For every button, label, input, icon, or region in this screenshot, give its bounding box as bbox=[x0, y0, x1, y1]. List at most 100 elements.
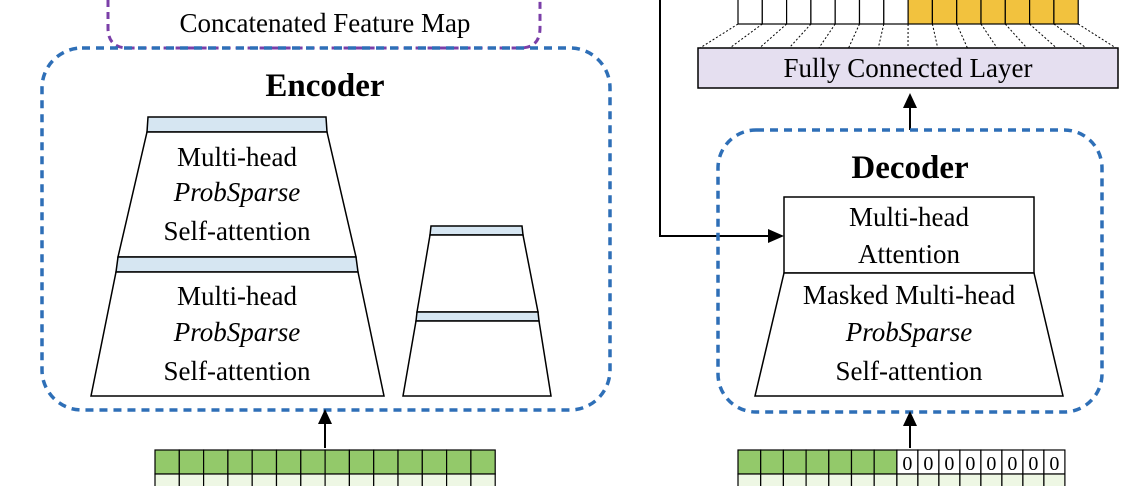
output-cell bbox=[761, 0, 788, 25]
encoder-input-cell-lower bbox=[421, 473, 448, 486]
encoder-input-cell-lower bbox=[251, 473, 278, 486]
decoder-input-cell-lower bbox=[805, 473, 830, 486]
projection-line bbox=[1053, 23, 1087, 49]
projection-line bbox=[1029, 23, 1057, 49]
encoder-small-bar2 bbox=[415, 311, 540, 322]
projection-line bbox=[1004, 23, 1028, 49]
decoder-zero-cell-lower bbox=[1022, 473, 1045, 486]
encoder-small-trapezoid1 bbox=[416, 234, 539, 313]
encoder-block2-line1: Multi-head bbox=[177, 281, 297, 311]
encoder-input-cell-lower bbox=[397, 473, 423, 486]
output-cell bbox=[785, 0, 812, 25]
decoder-zero-cell-lower bbox=[1043, 473, 1066, 486]
decoder-masked-trapezoid bbox=[754, 272, 1064, 397]
encoder-dashed-border bbox=[40, 46, 612, 412]
output-cell bbox=[980, 0, 1006, 25]
fully-connected-layer: Fully Connected Layer bbox=[697, 47, 1119, 89]
decoder-input-arrow bbox=[903, 411, 917, 448]
projection-line bbox=[729, 23, 763, 49]
encoder-input-cell bbox=[421, 449, 448, 475]
decoder-masked-line3: Self-attention bbox=[836, 356, 983, 386]
projection-line bbox=[877, 23, 885, 49]
encoder-block2-trapezoid bbox=[90, 271, 385, 397]
encoder-input-cell-lower bbox=[300, 473, 326, 486]
encoder-block1-line1: Multi-head bbox=[177, 142, 297, 172]
encoder-input-cell-lower bbox=[227, 473, 253, 486]
output-cell bbox=[737, 0, 763, 25]
encoder-block1-line3: Self-attention bbox=[164, 216, 311, 246]
output-cell bbox=[907, 0, 933, 25]
output-sequence bbox=[737, 0, 1079, 25]
projection-line bbox=[956, 23, 968, 49]
decoder-zero-cell-lower bbox=[959, 473, 982, 486]
decoder-zero-label: 0 bbox=[902, 453, 912, 475]
decoder-zero-cell-lower bbox=[938, 473, 961, 486]
encoder-input-cell-lower bbox=[470, 473, 496, 486]
encoder-input-cell-lower bbox=[203, 473, 229, 486]
encoder-input-cell-lower bbox=[373, 473, 399, 486]
decoder-container: Decoder Multi-head Attention Masked Mult… bbox=[716, 128, 1104, 414]
projection-line bbox=[818, 23, 836, 49]
decoder-to-fc-arrow bbox=[903, 93, 917, 130]
decoder-input-cell-lower bbox=[850, 473, 875, 486]
encoder-input-cell bbox=[348, 449, 375, 475]
decoder-input-cell-lower bbox=[873, 473, 898, 486]
decoder-zero-cell-lower bbox=[896, 473, 919, 486]
decoder-input-cell-lower bbox=[828, 473, 853, 486]
encoder-block2-line2: ProbSparse bbox=[173, 317, 301, 347]
projection-line bbox=[931, 23, 939, 49]
output-cell bbox=[1004, 0, 1031, 25]
decoder-zero-cell-lower bbox=[980, 473, 1003, 486]
encoder-container: Encoder Multi-head ProbSparse Self-atten… bbox=[40, 46, 612, 412]
cross-connection-arrow bbox=[659, 0, 784, 243]
encoder-input-cell bbox=[227, 449, 253, 475]
projection-line bbox=[759, 23, 787, 49]
output-cell bbox=[810, 0, 836, 25]
encoder-input-cell bbox=[275, 449, 302, 475]
projection-line bbox=[788, 23, 812, 49]
concat-feature-map: Concatenated Feature Map bbox=[106, 0, 542, 50]
decoder-input-cell bbox=[873, 449, 898, 475]
output-cell bbox=[834, 0, 861, 25]
encoder-block2-bar bbox=[115, 256, 359, 273]
decoder-masked-line2: ProbSparse bbox=[845, 317, 973, 347]
encoder-stack-small bbox=[402, 225, 552, 397]
output-cell bbox=[1028, 0, 1055, 25]
decoder-input-cell bbox=[760, 449, 785, 475]
decoder-input-cell-lower bbox=[782, 473, 807, 486]
projection-line bbox=[980, 23, 998, 49]
decoder-zero-cell-lower bbox=[917, 473, 940, 486]
decoder-attention-line1: Multi-head bbox=[849, 202, 969, 232]
concat-label: Concatenated Feature Map bbox=[180, 8, 471, 38]
encoder-input-sequence bbox=[154, 449, 496, 486]
encoder-stack-main: Multi-head ProbSparse Self-attention Mul… bbox=[90, 116, 385, 397]
encoder-title: Encoder bbox=[265, 68, 384, 104]
encoder-input-cell-lower bbox=[324, 473, 351, 486]
decoder-attention-box bbox=[783, 196, 1035, 274]
decoder-zero-label: 0 bbox=[965, 453, 975, 475]
encoder-block2-line3: Self-attention bbox=[164, 356, 311, 386]
decoder-input-cell bbox=[737, 449, 762, 475]
fc-box bbox=[697, 47, 1119, 89]
encoder-input-cell bbox=[178, 449, 205, 475]
encoder-input-cell bbox=[373, 449, 399, 475]
output-cell bbox=[1053, 0, 1079, 25]
decoder-input-cell bbox=[805, 449, 830, 475]
encoder-input-cell-lower bbox=[178, 473, 205, 486]
encoder-small-bar1 bbox=[429, 225, 524, 236]
encoder-small-trapezoid2 bbox=[402, 320, 552, 397]
decoder-input-cell bbox=[850, 449, 875, 475]
encoder-input-cell-lower bbox=[446, 473, 472, 486]
fc-label: Fully Connected Layer bbox=[784, 53, 1033, 83]
decoder-title: Decoder bbox=[851, 150, 968, 186]
projection-line bbox=[699, 23, 739, 49]
encoder-block1-line2: ProbSparse bbox=[173, 177, 301, 207]
decoder-zero-label: 0 bbox=[986, 453, 996, 475]
decoder-zero-label: 0 bbox=[1049, 453, 1059, 475]
encoder-input-cell bbox=[446, 449, 472, 475]
decoder-zero-label: 0 bbox=[944, 453, 954, 475]
decoder-input-cell-lower bbox=[760, 473, 785, 486]
decoder-masked-line1: Masked Multi-head bbox=[803, 280, 1016, 310]
encoder-input-cell bbox=[300, 449, 326, 475]
